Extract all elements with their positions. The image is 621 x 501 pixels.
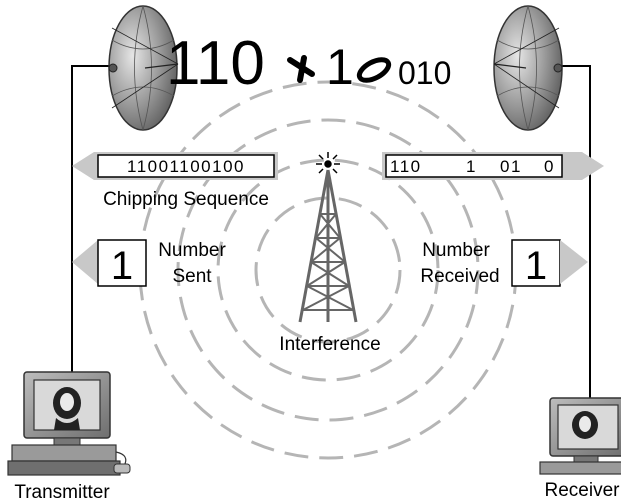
received-arrow	[560, 240, 588, 284]
receiver-dish	[493, 5, 563, 131]
transmitter-wire	[71, 65, 118, 375]
interference-tower	[298, 169, 358, 323]
received-value-box	[511, 239, 561, 287]
right-seq-c: 01	[500, 157, 522, 176]
chipping-sequence-right: 110 1 01 0	[382, 152, 604, 180]
number-sent-line1: Number	[158, 240, 226, 261]
number-received-indicator: Number Received 1	[420, 239, 588, 288]
left-sequence-box	[97, 154, 275, 178]
binary-part-1: 110	[166, 29, 265, 98]
transmitter-computer-icon	[7, 371, 131, 476]
right-seq-b: 1	[466, 157, 475, 176]
ring-3	[176, 118, 480, 422]
number-sent-indicator: 1 Number Sent	[72, 239, 226, 288]
binary-part-3: 010	[398, 55, 451, 91]
receiver-label: Receiver	[545, 480, 621, 501]
number-received-value: 1	[525, 244, 547, 288]
number-sent-line2: Sent	[172, 266, 212, 287]
number-received-line1: Number	[422, 240, 490, 261]
tower-signal-icon	[316, 152, 340, 174]
sent-value-box	[97, 239, 147, 287]
ring-2	[216, 158, 440, 382]
corrupted-bit-oval	[356, 57, 392, 83]
right-sequence-box	[385, 154, 563, 178]
corrupted-bit-mark	[287, 55, 315, 83]
transmitter-dish	[108, 5, 179, 131]
receiver-computer-icon	[539, 397, 621, 475]
binary-stream: 110 1 010	[166, 29, 451, 98]
chipping-sequence-left: 11001100100	[72, 152, 278, 180]
right-arrow-head	[582, 152, 604, 180]
number-received-line2: Received	[420, 266, 499, 287]
transmitter-label: Transmitter	[14, 482, 110, 501]
right-seq-d: 0	[544, 157, 553, 176]
left-sequence: 11001100100	[127, 157, 245, 176]
interference-label: Interference	[279, 334, 380, 355]
chipping-sequence-label: Chipping Sequence	[103, 189, 269, 210]
binary-part-2: 1	[326, 39, 354, 95]
number-sent-value: 1	[111, 244, 133, 288]
left-arrow-head	[72, 152, 94, 180]
right-seq-a: 110	[390, 157, 422, 176]
sent-arrow	[72, 240, 98, 284]
